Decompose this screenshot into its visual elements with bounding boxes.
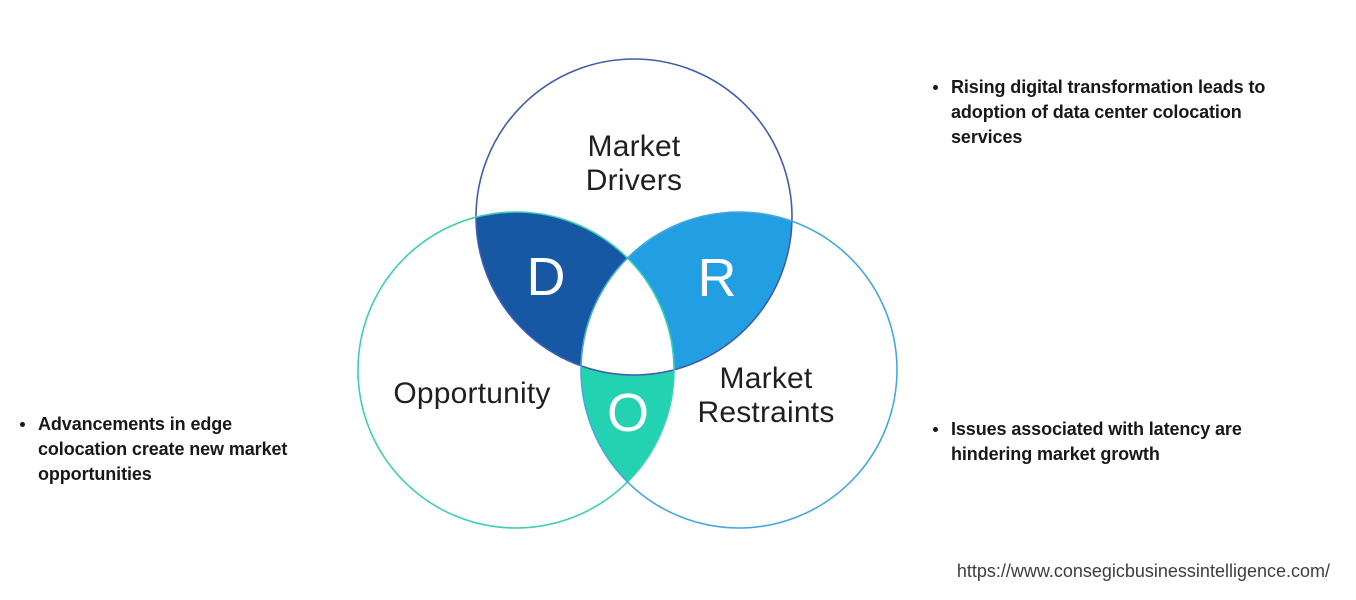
- bullet-line: Rising digital transformation leads to: [951, 77, 1266, 97]
- opportunity-circle-outline: [357, 211, 675, 529]
- bullet-line: colocation create new market: [38, 439, 288, 459]
- opportunity-circle-label: Opportunity: [393, 377, 550, 411]
- letter-o: O: [606, 383, 650, 443]
- bullet-line: adoption of data center colocation: [951, 102, 1242, 122]
- bullet-restraint-note: Issues associated with latency are hinde…: [933, 417, 1242, 467]
- drivers-label-line1: Market: [587, 130, 681, 163]
- restraints-label-line1: Market: [719, 362, 813, 395]
- letter-r: R: [697, 248, 737, 308]
- bullet-line: Issues associated with latency are: [951, 419, 1242, 439]
- source-url: https://www.consegicbusinessintelligence…: [956, 561, 1330, 581]
- letter-d: D: [526, 247, 566, 307]
- bullet-line: services: [951, 127, 1023, 147]
- bullet-dot: [933, 85, 938, 90]
- opportunity-label-line1: Opportunity: [393, 377, 551, 410]
- bullet-dot: [20, 422, 25, 427]
- restraints-label-line2: Restraints: [697, 396, 835, 429]
- bullet-line: hindering market growth: [951, 444, 1160, 464]
- restraints-circle-outline: [580, 211, 898, 529]
- bullet-driver-note: Rising digital transformation leads to a…: [933, 75, 1265, 150]
- restraints-circle-label: Market Restraints: [697, 362, 834, 430]
- bullet-line: Advancements in edge: [38, 414, 233, 434]
- drivers-circle-label: Market Drivers: [586, 130, 682, 198]
- bullet-opportunity-note: Advancements in edge colocation create n…: [20, 412, 287, 487]
- bullet-line: opportunities: [38, 464, 152, 484]
- drivers-label-line2: Drivers: [585, 164, 683, 197]
- bullet-dot: [933, 427, 938, 432]
